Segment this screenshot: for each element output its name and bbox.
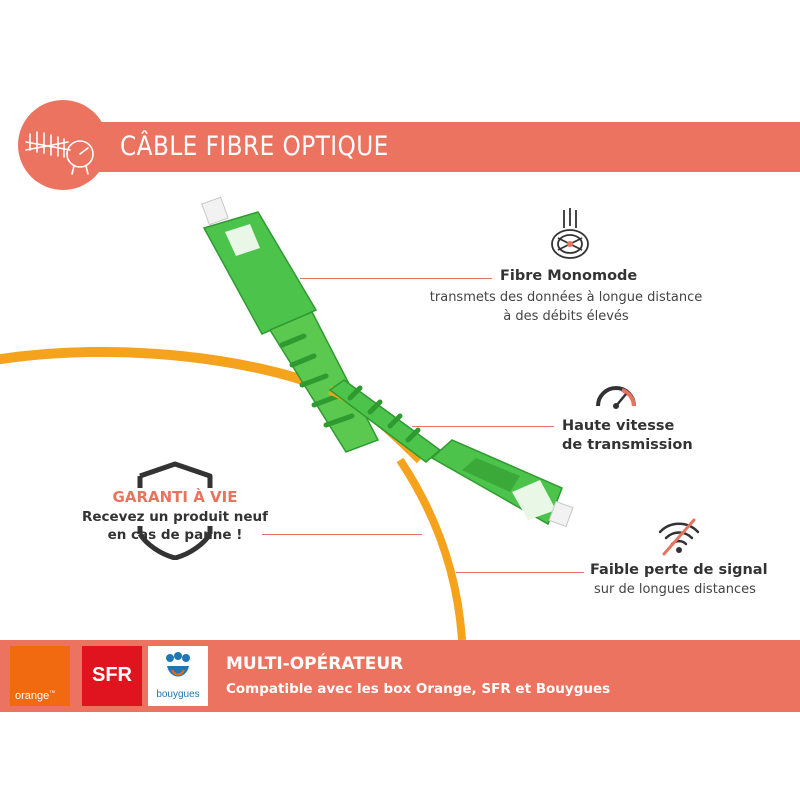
callout-line-garanti: [262, 534, 422, 535]
feature-title-vitesse-1: Haute vitesse: [562, 418, 675, 434]
guarantee-title: GARANTI À VIE: [112, 488, 238, 506]
callout-line-vitesse: [412, 426, 554, 427]
page-title: CÂBLE FIBRE OPTIQUE: [120, 131, 389, 162]
orange-logo: orange™: [10, 646, 70, 706]
orange-logo-text: orange™: [15, 690, 56, 702]
guarantee-desc-1: Recevez un produit neuf: [81, 509, 269, 525]
no-signal-icon: [658, 518, 700, 556]
bouygues-logo-text: bouygues: [156, 689, 200, 700]
callout-line-perte: [456, 572, 584, 573]
sfr-logo: SFR: [82, 646, 142, 706]
cable-left: [0, 346, 332, 395]
antenna-dish-icon: [25, 131, 94, 175]
feature-desc-fibre-2: à des débits élevés: [503, 309, 629, 324]
sfr-logo-text: SFR: [92, 664, 132, 686]
bouygues-logo: bouygues: [148, 646, 208, 706]
lower-connector: [328, 379, 574, 528]
feature-title-vitesse-2: de transmission: [562, 437, 693, 453]
feature-desc-fibre-1: transmets des données à longue distance: [429, 290, 703, 305]
feature-title-perte: Faible perte de signal: [590, 562, 768, 578]
footer-title: MULTI-OPÉRATEUR: [226, 654, 404, 674]
bouygues-mark-icon: [166, 652, 190, 677]
callout-line-fibre: [300, 278, 492, 279]
shield-icon: [137, 461, 213, 560]
guarantee-desc-2: en cas de panne !: [107, 527, 243, 543]
header-banner: [60, 122, 800, 172]
fiber-cross-section-icon: [551, 208, 589, 259]
upper-connector: [201, 196, 380, 453]
feature-title-fibre: Fibre Monomode: [500, 268, 638, 284]
speedometer-icon: [596, 386, 636, 409]
cable-bottom: [396, 457, 466, 641]
header-badge: [18, 100, 108, 190]
footer-subtitle: Compatible avec les box Orange, SFR et B…: [226, 681, 611, 697]
feature-desc-perte: sur de longues distances: [594, 582, 756, 597]
